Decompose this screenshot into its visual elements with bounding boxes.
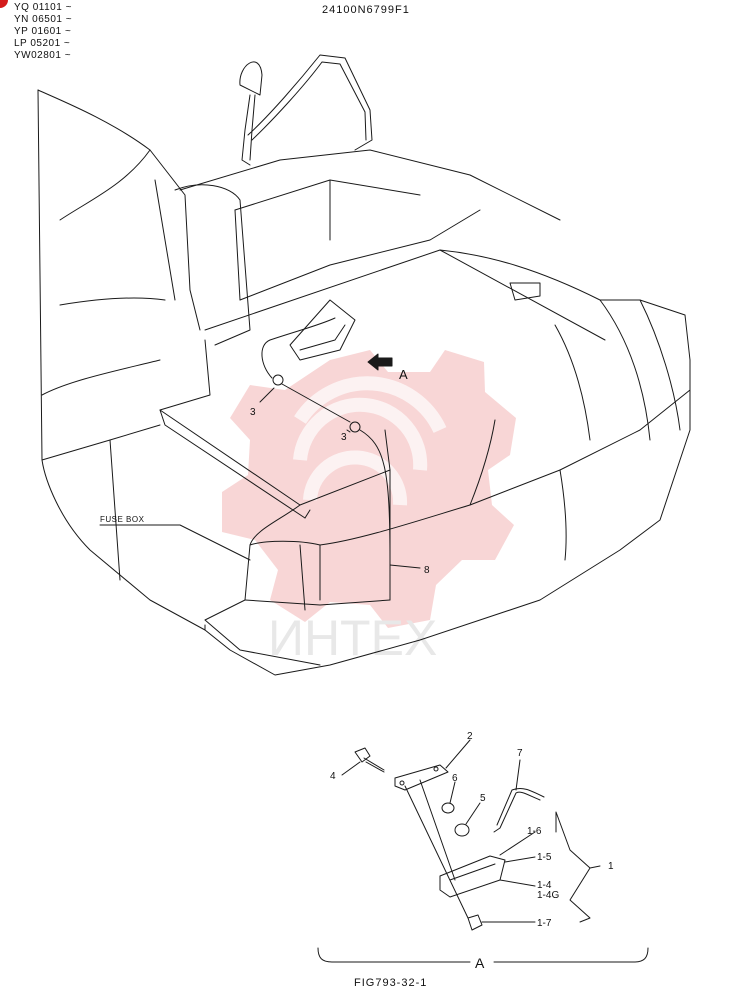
- nut-5-icon: [454, 823, 470, 837]
- part-1-5: 1-5: [537, 852, 552, 863]
- serial-range-5: YW02801 ~: [14, 50, 72, 61]
- part-1-4g: 1-4G: [537, 890, 559, 901]
- callout-harness: 8: [424, 565, 430, 576]
- corner-badge: [0, 0, 8, 8]
- part-1-6: 1-6: [527, 826, 542, 837]
- clip-right-icon: [349, 421, 361, 433]
- callout-view-arrow: A: [399, 367, 408, 382]
- bolt-icon: [354, 747, 371, 763]
- callout-fuse-box: FUSE BOX: [100, 515, 145, 524]
- part-1-4: 1-4: [537, 880, 552, 891]
- bracket-icon: [394, 764, 449, 791]
- nut-6-icon: [441, 802, 455, 814]
- main-callout-leaders: [259, 387, 421, 569]
- callout-clip-left: 3: [250, 407, 256, 418]
- wire-icon: [493, 791, 541, 833]
- serial-range-4: LP 05201 ~: [14, 38, 71, 49]
- part-7: 7: [517, 748, 523, 759]
- part-4: 4: [330, 771, 336, 782]
- drawing-number: 24100N6799F1: [322, 4, 410, 16]
- machine-body: [37, 54, 691, 676]
- screw-icon: [467, 914, 483, 931]
- part-5: 5: [480, 793, 486, 804]
- part-2: 2: [467, 731, 473, 742]
- serial-range-2: YN 06501 ~: [14, 14, 73, 25]
- clip-left-icon: [272, 374, 284, 386]
- lamp-body-icon: [439, 855, 506, 898]
- part-1-7: 1-7: [537, 918, 552, 929]
- callout-clip-right: 3: [341, 432, 347, 443]
- serial-range-3: YP 01601 ~: [14, 26, 72, 37]
- figure-caption: FIG793-32-1: [354, 977, 428, 989]
- part-1: 1: [608, 861, 614, 872]
- part-6: 6: [452, 773, 458, 784]
- detail-a: [317, 739, 649, 963]
- lamp-wiring: [99, 317, 391, 561]
- serial-range-1: YQ 01101 ~: [14, 2, 72, 13]
- detail-label: A: [475, 955, 485, 971]
- view-arrow-icon: [367, 353, 393, 371]
